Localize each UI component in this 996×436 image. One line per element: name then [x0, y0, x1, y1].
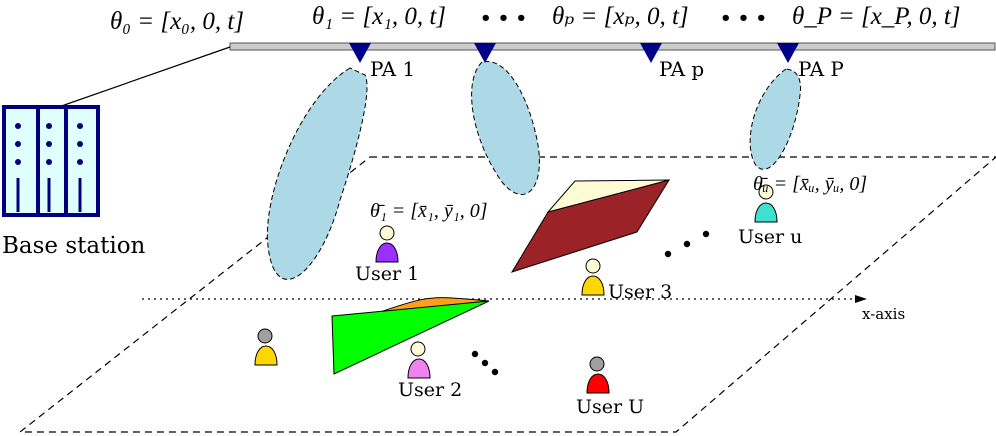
pap-label: PA p — [659, 57, 704, 81]
beam-paP — [749, 68, 801, 170]
user-u-figure — [754, 184, 778, 223]
thetap-label: θₚ = [xₚ, 0, t] — [552, 3, 689, 30]
user3-label: User 3 — [608, 281, 672, 303]
user3-figure — [581, 258, 605, 296]
feed-line — [49, 46, 231, 111]
users-ellipsis-upper — [664, 230, 710, 258]
base-station-icon — [2, 105, 100, 217]
user1-figure — [375, 225, 399, 263]
beam-pa2 — [471, 61, 540, 195]
theta-bar-1-label: θ̄₁ = [x̄₁, ȳ₁, 0] — [370, 200, 488, 222]
obstacle-green-wedge — [331, 297, 490, 375]
dots-top-2: • • • — [720, 8, 767, 29]
useru-label: User u — [738, 226, 802, 248]
userU-label: User U — [576, 396, 644, 418]
pa2-marker — [474, 43, 496, 63]
obstacle-red-wedge — [510, 179, 671, 273]
thetaP-label: θ_P = [x_P, 0, t] — [792, 3, 961, 30]
paP-label: PA P — [798, 57, 844, 81]
beam-pa1 — [266, 67, 368, 280]
base-station-label: Base station — [2, 233, 146, 259]
x-axis-label: x-axis — [862, 305, 905, 323]
user-U-figure — [586, 356, 610, 394]
ground-plane — [18, 156, 996, 433]
user-unlabeled-figure — [254, 328, 278, 366]
dots-top-1: • • • — [480, 8, 527, 29]
user1-label: User 1 — [355, 263, 419, 285]
pa1-label: PA 1 — [370, 57, 415, 81]
theta1-label: θ₁ = [x₁, 0, t] — [312, 3, 446, 30]
users-ellipsis-lower — [471, 350, 499, 376]
waveguide-bar — [229, 42, 996, 51]
user2-figure — [407, 341, 431, 379]
theta0-label: θ₀ = [x₀, 0, t] — [110, 8, 244, 35]
pa1-marker — [349, 43, 371, 63]
pap-marker — [640, 43, 662, 63]
theta-bar-u-label: θ̄ᵤ = [x̄ᵤ, ȳᵤ, 0] — [753, 173, 867, 195]
paP-marker — [777, 43, 799, 63]
user2-label: User 2 — [398, 379, 462, 401]
